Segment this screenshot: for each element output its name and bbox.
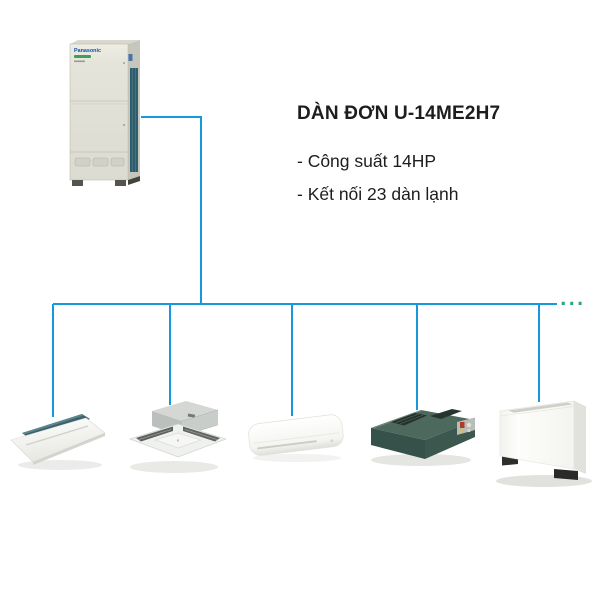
unit2-box-right xyxy=(182,410,218,436)
outdoor-unit-image: Panasonic xyxy=(69,40,140,186)
unit4-top-face xyxy=(371,410,475,440)
spec-capacity: - Công suất 14HP xyxy=(297,151,437,171)
unit2-center-panel xyxy=(153,432,203,449)
unit4-grille-2 xyxy=(430,409,462,419)
outdoor-side-grille xyxy=(130,68,138,172)
unit4-grille-1 xyxy=(391,413,427,426)
unit4-valve-red xyxy=(460,422,465,428)
unit2-box-top xyxy=(152,401,218,421)
model-badge-grey xyxy=(74,60,85,63)
indoor-unit-four-way-cassette xyxy=(128,401,228,473)
more-units-ellipsis: ... xyxy=(560,290,585,310)
unit2-box-left xyxy=(152,411,182,436)
unit4-shadow xyxy=(371,454,471,466)
unit3-shadow xyxy=(253,454,341,462)
unit5-foot-left xyxy=(502,453,518,466)
outdoor-side-label xyxy=(128,54,133,61)
unit5-top-face xyxy=(500,401,586,418)
unit4-front-face xyxy=(371,428,425,459)
unit5-shadow xyxy=(496,475,592,487)
model-heading: DÀN ĐƠN U-14ME2H7 xyxy=(297,103,501,124)
unit2-panel xyxy=(128,423,228,458)
unit4-end-panel xyxy=(457,417,475,435)
outdoor-top-face xyxy=(70,40,140,44)
panasonic-logo: Panasonic xyxy=(74,48,101,54)
indoor-unit-one-way-cassette xyxy=(10,414,106,470)
outdoor-front-face xyxy=(69,43,129,181)
unit1-shadow xyxy=(18,460,102,470)
unit1-vent-slot xyxy=(25,425,89,446)
unit5-side-face xyxy=(574,401,586,474)
unit2-vent-right xyxy=(183,426,220,442)
unit5-top-outlet xyxy=(508,402,572,413)
unit5-front-face xyxy=(499,400,575,470)
unit2-box-vent xyxy=(187,413,196,418)
unit4-pipe xyxy=(466,422,472,428)
outdoor-side-face xyxy=(128,40,140,180)
unit1-front-panel xyxy=(10,417,106,463)
unit1-top-body xyxy=(22,414,90,439)
unit4-right-face xyxy=(425,420,475,459)
unit5-foot-right xyxy=(554,469,578,480)
unit3-indicator xyxy=(330,439,334,443)
unit2-vent-left xyxy=(136,426,173,442)
spec-connections: - Kết nối 23 dàn lạnh xyxy=(297,184,459,204)
outdoor-base-vents xyxy=(74,157,125,167)
indoor-unit-wall-mounted xyxy=(248,414,344,462)
model-badge-green xyxy=(74,55,91,58)
unit3-body xyxy=(248,414,344,456)
unit2-shadow xyxy=(130,461,218,473)
indoor-unit-ducted xyxy=(371,409,475,466)
outdoor-feet xyxy=(72,176,140,186)
unit3-air-outlet xyxy=(257,440,317,450)
indoor-unit-floor-standing xyxy=(496,400,592,487)
outdoor-feed-line xyxy=(141,116,202,304)
unit4-valve-yellow xyxy=(460,429,464,433)
